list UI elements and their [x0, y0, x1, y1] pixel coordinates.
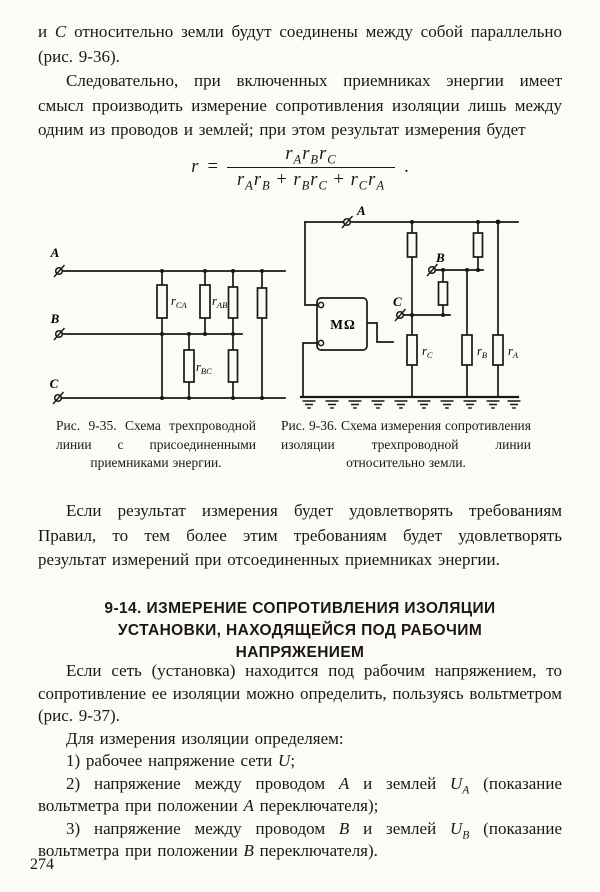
formula-period: .	[404, 157, 409, 177]
list-item-2: 2) напряжение между проводом A и землей …	[38, 773, 562, 816]
resistor-r-ab	[199, 284, 211, 319]
wires	[60, 270, 286, 399]
megohmmeter: МΩ	[316, 297, 368, 351]
label-r-ca: rCA	[171, 294, 188, 310]
resistor-load-3	[256, 287, 268, 319]
formula-numerator: rArBrC	[285, 144, 337, 167]
middle-text-block: Если результат измерения будет удовлетво…	[38, 499, 562, 573]
terminal-b-slash-icon	[53, 327, 66, 341]
resistor-r-a	[492, 334, 504, 366]
junction-dots	[410, 219, 501, 317]
label-r-ab: rAB	[212, 294, 227, 310]
paragraph-if-result: Если результат измерения будет удовлетво…	[38, 501, 562, 569]
list-item-1: 1) рабочее напряжение сети U;	[66, 751, 296, 770]
label-phase-b: B	[435, 250, 445, 265]
terminal-c-slash-icon	[394, 308, 407, 322]
top-text-block: и C относительно земли будут соединены м…	[38, 20, 562, 143]
resistor-load-1	[227, 286, 239, 319]
wires	[299, 221, 520, 399]
phase-terminals	[52, 264, 66, 405]
paragraph-continuation: и C относительно земли будут соединены м…	[38, 22, 562, 66]
bottom-text-block: Если сеть (установка) находится под рабо…	[38, 660, 562, 863]
resistor-ac	[406, 232, 418, 258]
resistor-r-ca	[156, 284, 168, 319]
resistor-r-bc	[183, 349, 195, 383]
figure-9-36-diagram: МΩ A B C rC rB rA	[299, 203, 521, 409]
paragraph-if-network: Если сеть (установка) находится под рабо…	[38, 661, 562, 725]
label-r-a: rA	[508, 344, 519, 360]
resistor-ab	[472, 232, 484, 258]
list-item-3: 3) напряжение между проводом B и землей …	[38, 818, 562, 861]
resistors	[156, 284, 268, 383]
label-phase-b: B	[50, 311, 60, 326]
terminal-c-slash-icon	[52, 391, 65, 405]
label-r-c: rC	[422, 344, 433, 360]
terminal-a-slash-icon	[341, 215, 354, 229]
resistor-bc	[437, 281, 449, 306]
label-phase-a: A	[50, 245, 60, 260]
page-number: 274	[30, 856, 54, 873]
resistor-r-b	[461, 334, 473, 366]
fraction-bar	[226, 167, 396, 168]
phase-terminals	[341, 215, 439, 322]
paragraph-determine: Для измерения изоляции определяем:	[66, 728, 344, 748]
figure-9-35-diagram: A B C rCA rAB rBC	[50, 245, 286, 405]
meter-terminal-top-icon	[317, 301, 325, 309]
resistor-r-c	[406, 334, 418, 366]
terminal-b-slash-icon	[426, 263, 439, 277]
formula-equals: =	[207, 157, 218, 177]
figure-9-35-caption: Рис. 9-35. Схема трехпроводной линии с п…	[56, 418, 256, 470]
label-phase-c: C	[50, 376, 59, 391]
resistors	[406, 232, 504, 366]
meter-terminal-bottom-icon	[317, 339, 325, 347]
megohmmeter-box	[316, 297, 368, 351]
label-r-bc: rBC	[196, 360, 212, 376]
label-phase-c: C	[393, 294, 402, 309]
junction-dots	[160, 269, 264, 400]
label-megohmmeter: МΩ	[330, 317, 356, 332]
formula-lhs: r	[191, 157, 199, 177]
label-r-b: rB	[477, 344, 487, 360]
paragraph-consequently: Следовательно, при включенных приемниках…	[38, 71, 562, 139]
figure-9-36-caption: Рис. 9-36. Схема измерения сопротивления…	[281, 418, 531, 470]
label-phase-a: A	[356, 203, 366, 218]
formula-denominator: rArB + rBrC + rCrA	[236, 170, 386, 193]
formula-fraction: rArBrC rArB + rBrC + rCrA	[226, 144, 396, 193]
formula-insulation-resistance: r = rArBrC rArB + rBrC + rCrA .	[0, 144, 600, 193]
resistor-load-2	[227, 349, 239, 383]
section-heading-9-14: 9-14. ИЗМЕРЕНИЕ СОПРОТИВЛЕНИЯ ИЗОЛЯЦИИ У…	[104, 600, 496, 661]
terminal-a-slash-icon	[53, 264, 66, 278]
earth-hatching-icon	[302, 400, 521, 409]
crank-handle	[366, 322, 394, 343]
